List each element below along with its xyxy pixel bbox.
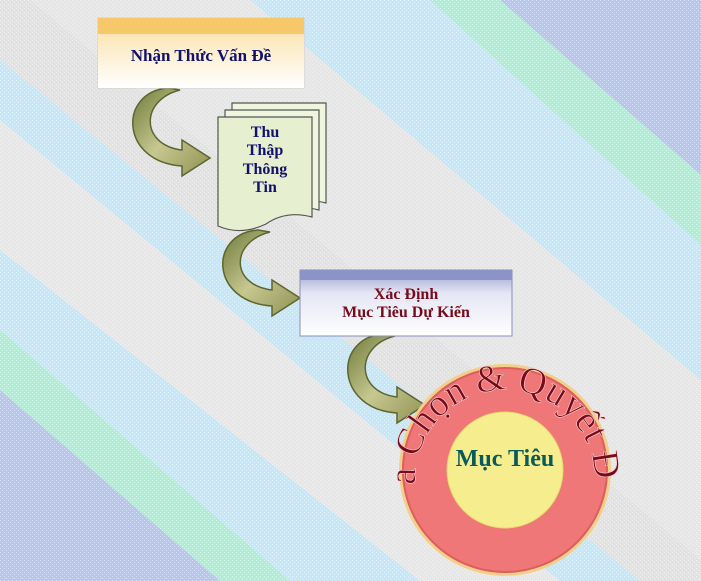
step-box-3: [299, 269, 513, 337]
step-1-label: Nhận Thức Vấn Đề: [130, 46, 272, 65]
curved-arrow-1: [132, 87, 212, 178]
curved-arrow-3: [347, 333, 427, 425]
step-3-label: Xác Định Mục Tiêu Dự Kiến: [342, 286, 470, 322]
step-documents-2: [217, 102, 327, 232]
step-box-1: [97, 17, 305, 89]
step-2-label: Thu Thập Thông Tin: [242, 124, 288, 197]
goal-center-label: Mục Tiêu: [455, 446, 555, 472]
curved-arrow-2: [222, 229, 302, 318]
